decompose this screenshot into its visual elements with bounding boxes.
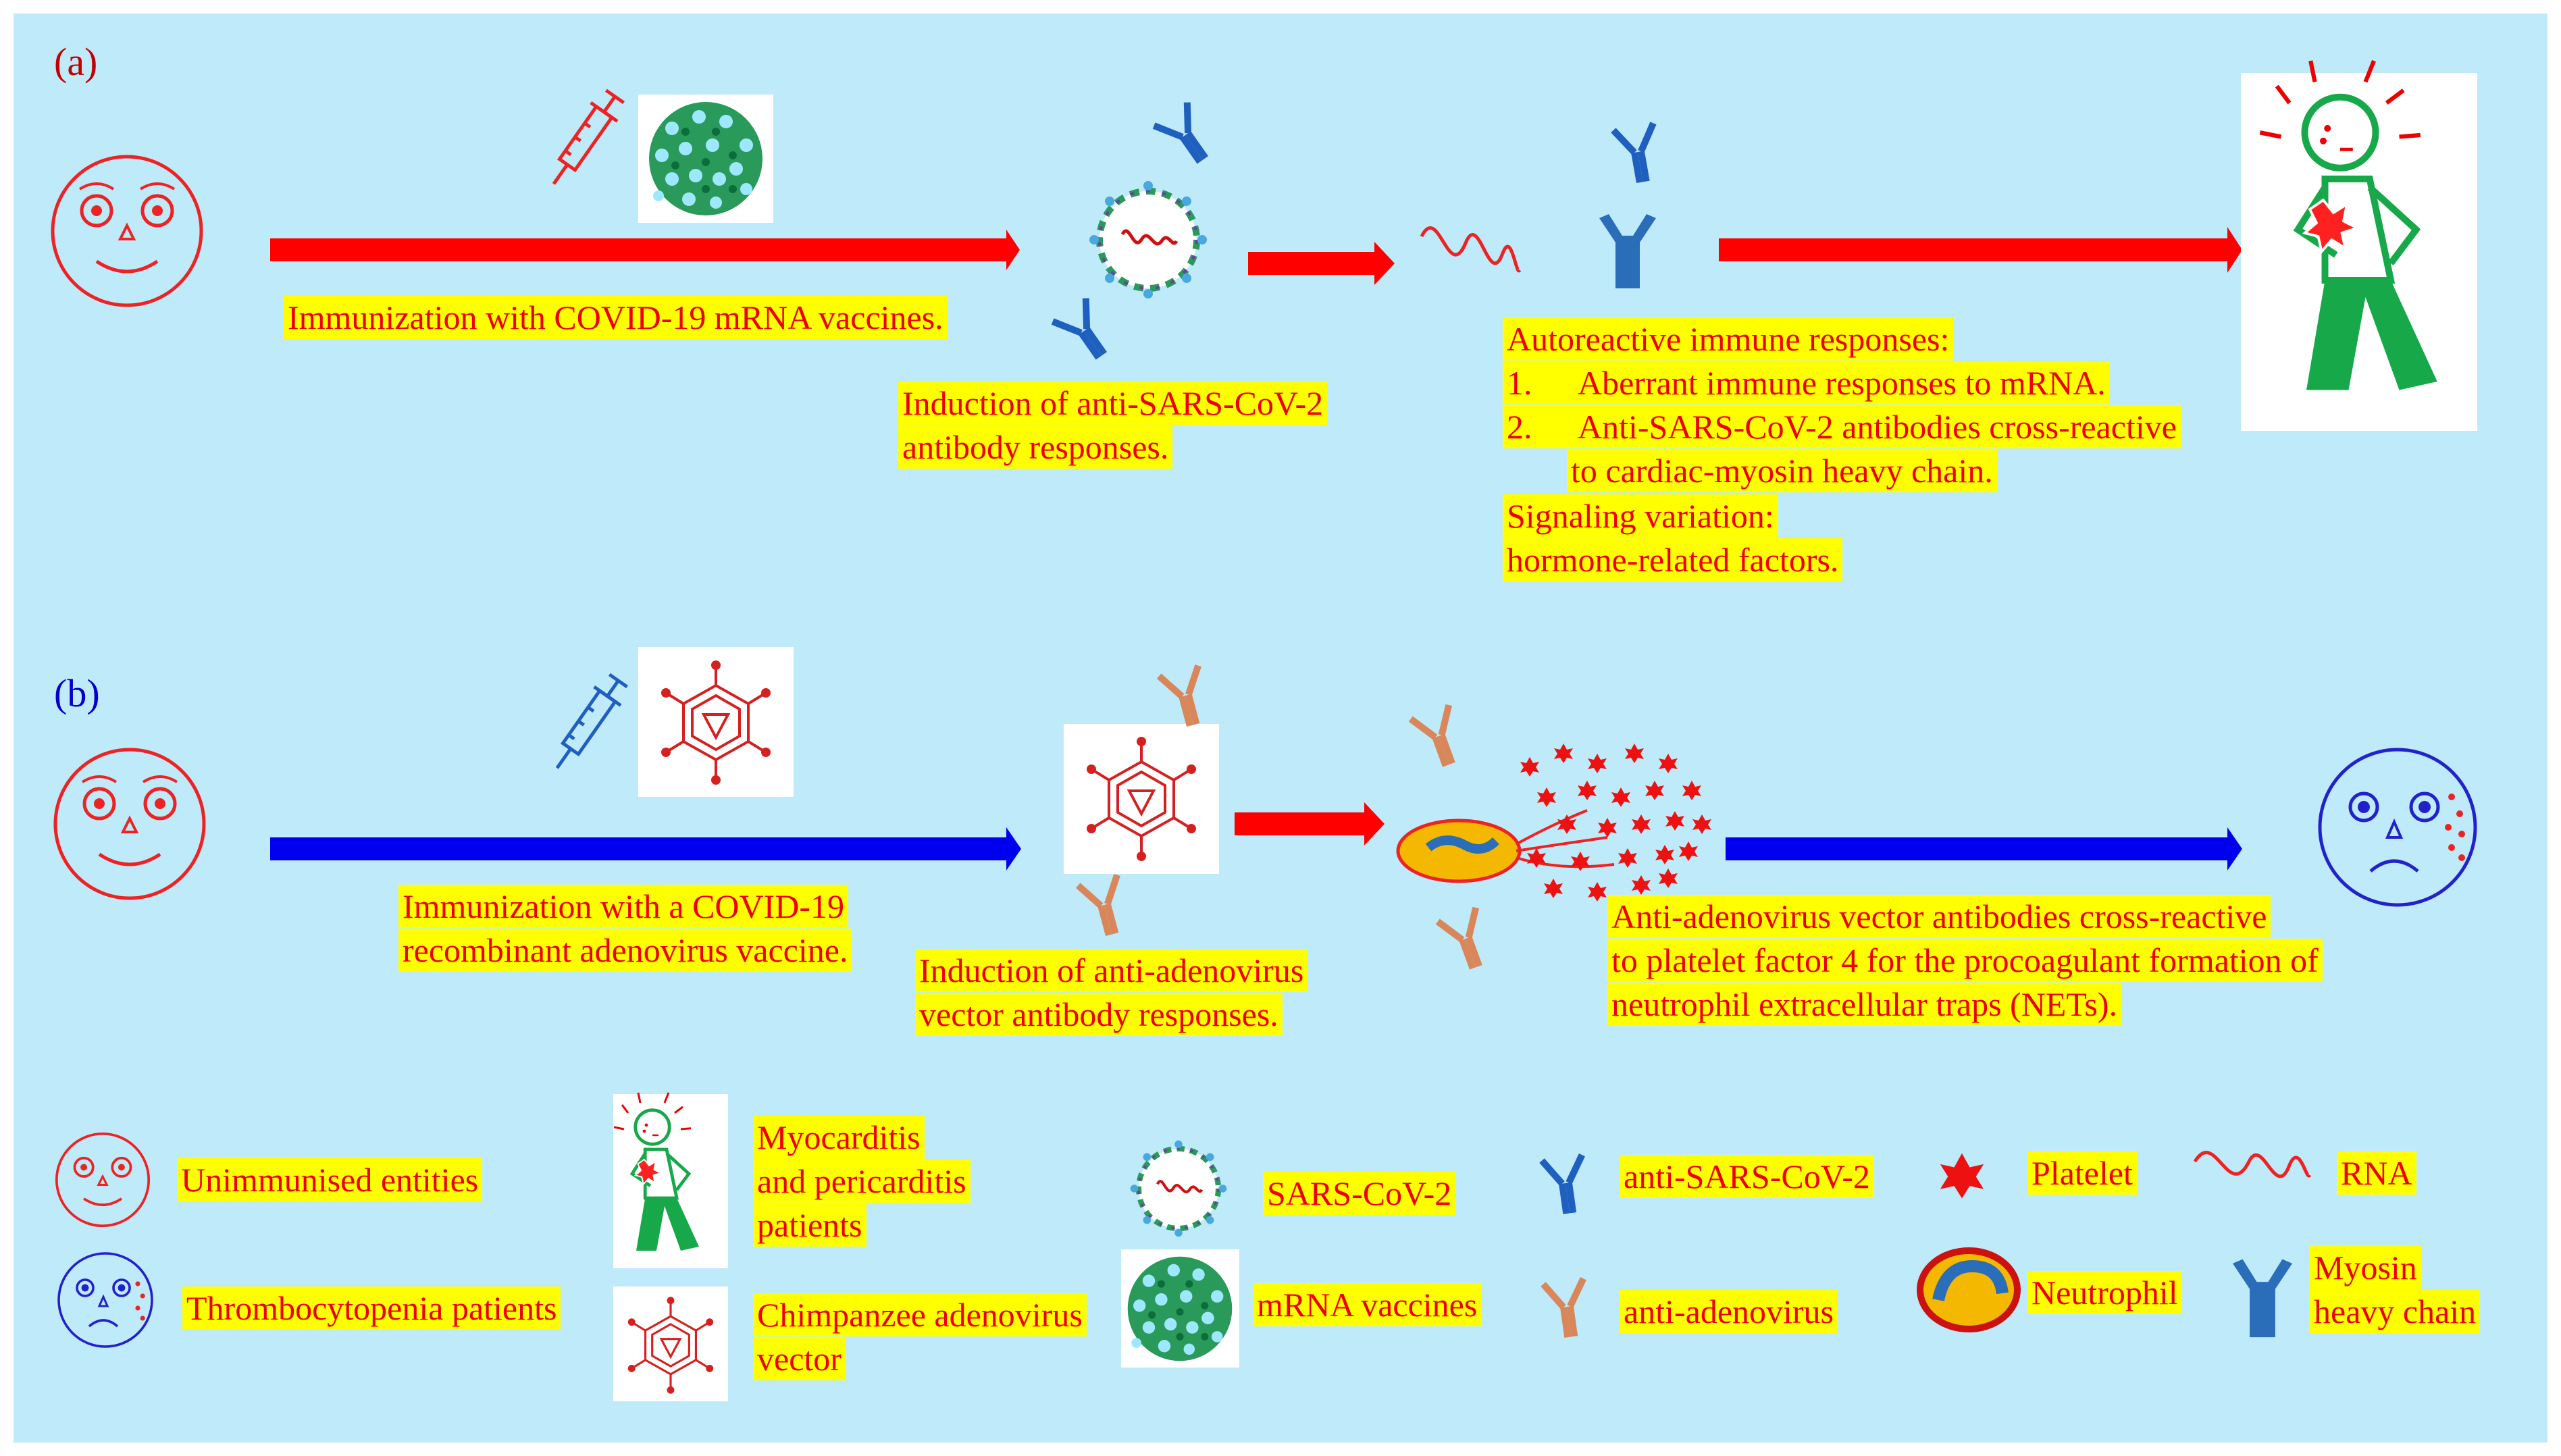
signaling-line1: Signaling variation: [1503,494,1778,538]
signaling-line2: hormone-related factors. [1503,538,1843,581]
step-immunization-mrna: Immunization with COVID-19 mRNA vaccines… [284,296,948,339]
sars-cov-2-virus-icon [1089,181,1207,298]
legend-anti-adeno: anti-adenovirus [1620,1290,1838,1333]
legend-anti-sars: anti-SARS-CoV-2 [1620,1155,1874,1198]
arrow-autoreactive-a [1719,227,2242,273]
autoreactive-heading: Autoreactive immune responses: [1503,317,1954,361]
arrow-induction-b [1235,802,1385,846]
step-induction-sars-line1: Induction of anti-SARS-CoV-2 [898,382,1328,425]
step-nets-line2: to platelet factor 4 for the procoagulan… [1607,939,2323,982]
legend-myosin-line2: heavy chain [2310,1290,2481,1333]
step-induction-adeno-line2: vector antibody responses. [915,993,1283,1036]
platelet-icon [1940,1153,1984,1199]
arrow-immunization-a [270,230,1020,270]
step-induction-adeno-line1: Induction of anti-adenovirus [915,949,1308,992]
legend-myosin-line1: Myosin [2310,1246,2421,1289]
patient-chest-pain-icon [613,1093,728,1268]
step-nets-line1: Anti-adenovirus vector antibodies cross-… [1607,895,2271,938]
mrna-vaccine-particle-icon [1121,1249,1239,1368]
neutrophil-icon [1396,809,1615,883]
autoreactive-item-2: 2.Anti-SARS-CoV-2 antibodies cross-react… [1503,405,2181,448]
happy-face-icon [55,1132,151,1228]
adenovirus-vector-icon [1064,724,1219,874]
mrna-vaccine-particle-icon [638,95,773,223]
rna-strand-icon [2193,1151,2312,1178]
legend-neutrophil: Neutrophil [2027,1271,2182,1314]
legend-chimpanzee-line1: Chimpanzee adenovirus [753,1293,1087,1336]
patient-chest-pain-icon [2241,61,2477,431]
adenovirus-vector-icon [613,1286,728,1401]
platelet-icon [1520,744,1711,902]
syringe-icon [544,671,631,777]
legend-thrombocytopenia: Thrombocytopenia patients [182,1286,561,1330]
sad-face-icon [57,1252,153,1348]
adenovirus-vector-icon [638,647,794,797]
antibody-icon [1543,1278,1591,1340]
arrow-immunization-b [270,827,1021,870]
happy-face-icon [51,155,203,307]
legend-myocarditis-line2: and pericarditis [753,1160,971,1203]
happy-face-icon [53,748,206,900]
legend-rna: RNA [2337,1151,2416,1195]
legend-mrna: mRNA vaccines [1253,1283,1482,1326]
sad-face-icon [2318,748,2477,907]
arrow-thrombosis-b [1726,827,2242,870]
step-immunization-adeno-line1: Immunization with a COVID-19 [398,885,849,928]
panel-a-label: (a) [54,40,98,84]
legend-platelet: Platelet [2027,1151,2137,1195]
legend-sars: SARS-CoV-2 [1263,1172,1456,1215]
myosin-heavy-chain-icon [2232,1259,2293,1338]
myosin-heavy-chain-icon [1599,214,1656,288]
panel-b-label: (b) [54,671,100,715]
rna-strand-icon [1420,226,1522,273]
antibody-icon [1613,123,1663,185]
step-induction-sars-line2: antibody responses. [898,425,1173,469]
sars-cov-2-virus-icon [1131,1141,1227,1237]
syringe-icon [540,87,628,193]
legend-chimpanzee-line2: vector [753,1337,846,1380]
legend-myocarditis-line1: Myocarditis [753,1116,925,1159]
diagram-artwork [51,14,2477,1401]
antibody-icon [1542,1155,1590,1216]
autoreactive-item-2-continued: to cardiac-myosin heavy chain. [1567,449,1997,492]
autoreactive-item-1: 1.Aberrant immune responses to mRNA. [1503,361,2110,405]
legend-unimmunised: Unimmunised entities [177,1158,483,1201]
step-immunization-adeno-line2: recombinant adenovirus vaccine. [398,929,852,972]
arrow-induction-a [1248,242,1395,285]
diagram-panel: (a) (b) Immunization with COVID-19 mRNA … [14,14,2547,1442]
legend-myocarditis-line3: patients [753,1203,866,1247]
neutrophil-icon [1917,1247,2021,1332]
step-nets-line3: neutrophil extracellular traps (NETs). [1607,983,2121,1026]
